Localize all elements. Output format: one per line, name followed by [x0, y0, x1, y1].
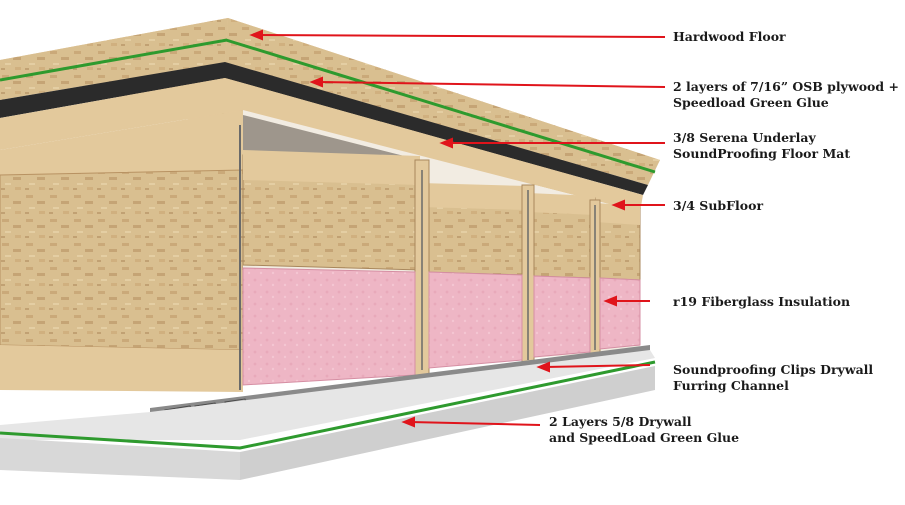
joist-2-flange [420, 183, 528, 210]
subfloor-side [225, 78, 643, 212]
joist-3-flange [528, 193, 595, 215]
green-glue-line-front [0, 38, 228, 82]
label-soundproofing-clips: Soundproofing Clips Drywall Furring Chan… [673, 362, 874, 393]
insulation-batt-4 [599, 277, 641, 350]
insulation-batt-3 [533, 275, 591, 358]
underlay-mat-front [0, 62, 225, 118]
rim-joist-bottom-plate [0, 345, 243, 392]
joist-4-flange [595, 203, 640, 225]
rim-joist-osb-face [0, 169, 244, 351]
drywall-top [0, 350, 655, 440]
insulation-batt-2 [428, 271, 523, 369]
subfloor-front [0, 78, 243, 150]
label-subfloor: 3/4 SubFloor [673, 198, 764, 213]
insulation-batt-1 [242, 267, 416, 386]
joist-1-flange-top [243, 150, 420, 185]
label-fiberglass-insulation: r19 Fiberglass Insulation [673, 294, 851, 309]
green-glue-line-lower [0, 360, 656, 450]
rim-joist-top-plate [0, 110, 243, 175]
label-drywall: 2 Layers 5/8 Drywall and SpeedLoad Green… [549, 414, 740, 445]
underlay-mat-side [225, 62, 648, 195]
arrow-hardwood [257, 34, 666, 38]
callout-arrows [249, 29, 666, 428]
arrow-clips [544, 364, 651, 368]
label-osb-plywood: 2 layers of 7/16” OSB plywood + Speedloa… [673, 79, 899, 110]
green-glue-line-upper [225, 38, 656, 174]
drywall-front [0, 438, 240, 480]
label-hardwood-floor: Hardwood Floor [673, 29, 786, 44]
arrow-osb [317, 81, 666, 88]
label-underlay-mat: 3/8 Serena Underlay SoundProofing Floor … [673, 130, 851, 161]
arrow-drywall [409, 421, 541, 426]
